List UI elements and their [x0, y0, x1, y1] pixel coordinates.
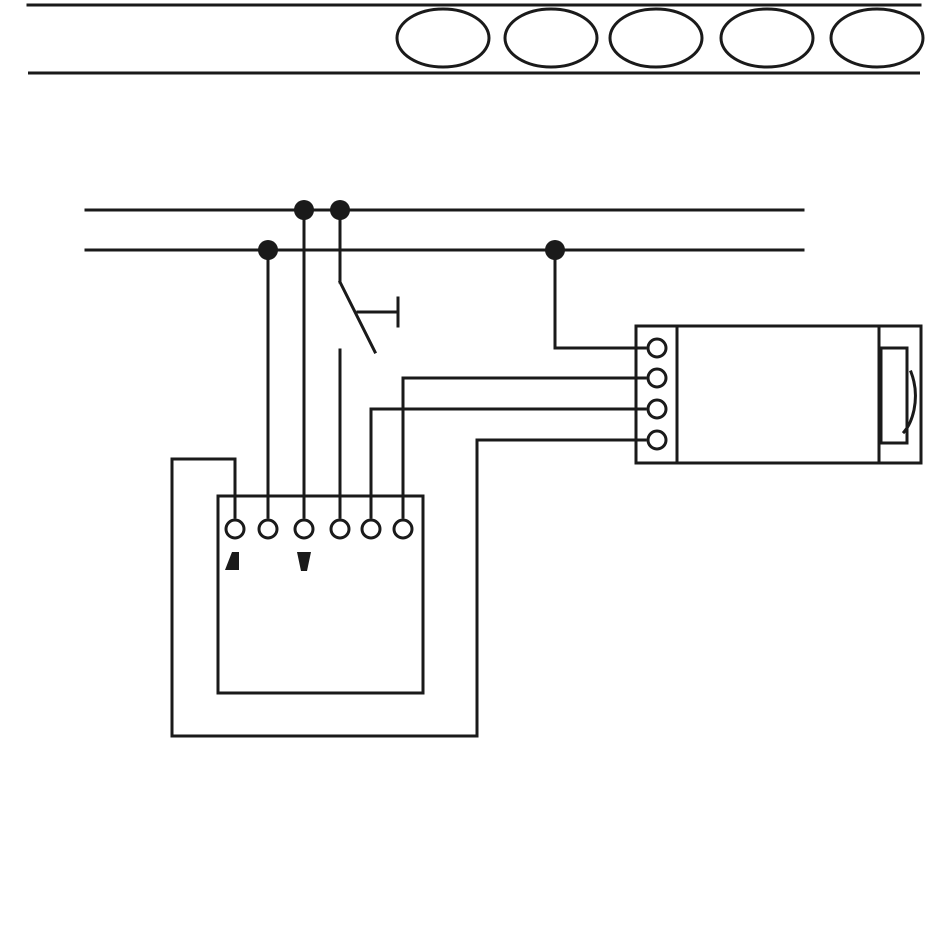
pushbutton-switch [340, 210, 398, 517]
wire-terminal-6-to-actuator-2 [403, 378, 645, 517]
control-terminal-2 [259, 520, 277, 538]
actuator-terminal-1 [648, 339, 666, 357]
control-terminal-4 [331, 520, 349, 538]
control-terminal-1 [226, 520, 244, 538]
wire-terminal-5-to-actuator-3 [371, 409, 645, 517]
header-tab-3[interactable] [610, 9, 702, 67]
wire-supply-to-actuator-1 [555, 250, 645, 348]
actuator-terminal-4 [648, 431, 666, 449]
arrow-up-icon [225, 552, 239, 570]
header-tab-2[interactable] [505, 9, 597, 67]
actuator-end-cap [881, 348, 907, 443]
actuator-terminal-3 [648, 400, 666, 418]
control-unit-box [218, 496, 423, 693]
header-tabs [397, 9, 923, 67]
header-tab-5[interactable] [831, 9, 923, 67]
switch-contact [340, 282, 375, 352]
control-terminal-5 [362, 520, 380, 538]
header-tab-4[interactable] [721, 9, 813, 67]
arrow-down-icon [297, 552, 311, 571]
header-tab-1[interactable] [397, 9, 489, 67]
control-terminal-3 [295, 520, 313, 538]
actuator-terminal-2 [648, 369, 666, 387]
control-terminal-6 [394, 520, 412, 538]
